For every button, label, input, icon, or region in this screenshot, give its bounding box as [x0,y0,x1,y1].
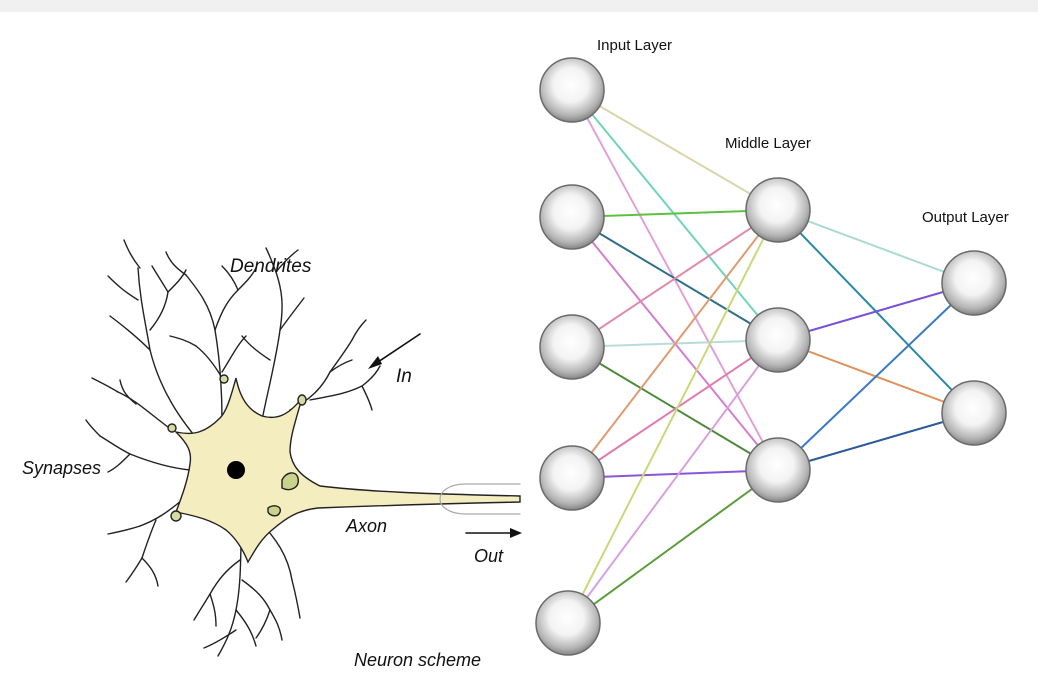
in-label: In [396,366,412,387]
connection-input-5-middle-1 [568,210,778,623]
connection-input-4-middle-2 [572,340,778,478]
dendrites-label: Dendrites [230,256,312,277]
input-4-node [540,446,604,510]
connection-input-3-middle-1 [572,210,778,347]
synapses-label: Synapses [22,458,101,478]
input-2-node [540,185,604,249]
out-label: Out [474,546,504,566]
synapse [298,395,306,405]
top-edge-shade [0,0,1038,12]
output-2-node [942,381,1006,445]
input-layer-label: Input Layer [597,37,672,54]
input-1-node [540,58,604,122]
input-5-node [536,591,600,655]
synapse [282,473,298,490]
synapse [220,375,228,383]
output-layer-label: Output Layer [922,209,1009,226]
middle-3-node [746,438,810,502]
synapse [168,424,176,432]
middle-2-node [746,308,810,372]
nucleus [227,461,245,479]
input-3-node [540,315,604,379]
neuron-scheme [86,240,522,656]
out-arrowhead [510,528,522,538]
neuron-scheme-label: Neuron scheme [354,650,481,670]
middle-layer-label: Middle Layer [725,135,811,152]
output-1-node [942,251,1006,315]
synapse [171,511,181,521]
axon-label: Axon [345,516,387,536]
middle-1-node [746,178,810,242]
synapse [268,506,280,516]
